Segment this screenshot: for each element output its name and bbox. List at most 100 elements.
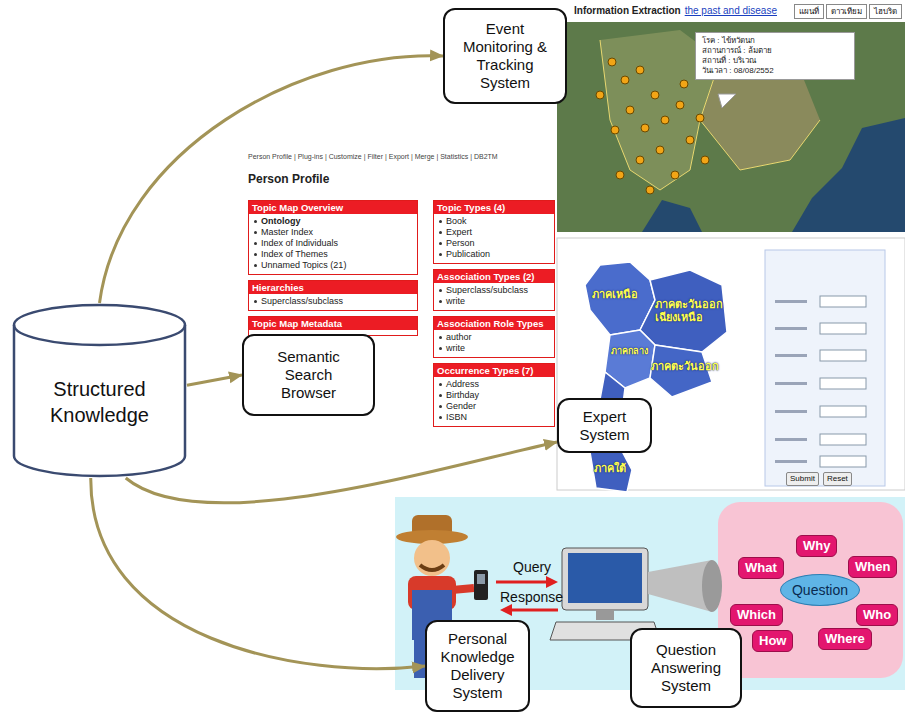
list-item: Index of Themes — [249, 249, 417, 260]
question-bubble: When — [848, 556, 897, 578]
question-panel — [718, 502, 903, 678]
list-item: write — [434, 343, 554, 354]
mobile-phone — [474, 570, 488, 600]
event-marker — [636, 66, 644, 74]
node-text: Structured Knowledge — [35, 376, 165, 428]
node-text: Submit — [790, 474, 815, 484]
question-bubble: How — [752, 630, 793, 652]
select-box — [820, 323, 866, 334]
callout-box: Question Answering System — [630, 628, 742, 708]
topic-panel: Association Types (2)Superclass/subclass… — [433, 269, 555, 311]
list-item: Superclass/subclass — [249, 296, 417, 307]
cylinder-body — [14, 305, 185, 476]
question-bubble: Who — [856, 604, 898, 626]
map-tab-button: ไฮบริด — [869, 4, 902, 19]
topic-panel: Topic Map OverviewOntologyMaster IndexIn… — [248, 200, 418, 275]
list-item: write — [434, 296, 554, 307]
node-text: When — [855, 559, 890, 575]
list-item: Ontology — [249, 216, 417, 227]
question-bubble: Why — [796, 535, 837, 557]
node-text: ไฮบริด — [874, 6, 897, 17]
event-marker — [701, 156, 709, 164]
title-strip — [557, 0, 905, 22]
event-marker — [686, 136, 694, 144]
form-button: Reset — [823, 472, 852, 486]
node-text: Why — [803, 538, 830, 554]
callout-box: Event Monitoring & Tracking System — [443, 8, 567, 104]
region-label: ภาคเหนือ — [592, 288, 638, 301]
nav-menu: Person Profile | Plug-ins | Customize | … — [248, 152, 498, 161]
list-item: Expert — [434, 227, 554, 238]
event-marker — [646, 186, 654, 194]
response-arrow — [510, 609, 558, 612]
node-text: วันเวลา : 08/08/2552 — [702, 66, 848, 76]
node-text: Reset — [827, 474, 848, 484]
sea — [557, 0, 905, 232]
node-text: ดาวเทียม — [831, 6, 862, 17]
list-item: Birthday — [434, 390, 554, 401]
list-item: Index of Individuals — [249, 238, 417, 249]
select-box — [820, 350, 866, 361]
topic-panel: Topic Types (4) BookExpertPersonPublicati… — [433, 200, 555, 264]
list-item: Address — [434, 379, 554, 390]
region-northeast — [640, 270, 727, 352]
form-panel — [765, 250, 885, 486]
panel-heading: Topic Types (4) — [434, 201, 554, 214]
select-box — [820, 456, 866, 467]
panel-heading: Association Role Types — [434, 317, 554, 330]
event-marker — [596, 91, 604, 99]
mustache — [420, 565, 444, 570]
map-tab-button: ดาวเทียม — [826, 4, 867, 19]
event-marker — [671, 171, 679, 179]
node-text: Which — [737, 607, 776, 623]
projector-lens — [702, 560, 722, 612]
screenshot-frame — [557, 238, 905, 490]
question-bubble: Where — [818, 628, 872, 650]
list-item: Person — [434, 238, 554, 249]
page-heading: Person Profile — [248, 172, 329, 186]
node-text: โรค : ไข้หวัดนก — [702, 36, 848, 46]
event-map-screenshot — [557, 0, 905, 232]
form-label-bar — [775, 438, 807, 441]
select-box — [820, 434, 866, 445]
panel-heading: Occurrence Types (7) — [434, 364, 554, 377]
face — [414, 540, 450, 576]
question-bubble: Which — [730, 604, 783, 626]
flow-arrow — [91, 478, 425, 669]
monitor-screen — [568, 553, 642, 603]
select-box — [820, 406, 866, 417]
land — [557, 22, 905, 232]
cylinder-rim — [14, 325, 185, 345]
list-item: Book — [434, 216, 554, 227]
form-label-bar — [775, 300, 807, 303]
form-label-bar — [775, 382, 807, 385]
event-marker — [676, 101, 684, 109]
list-item: Publication — [434, 249, 554, 260]
node-text: สถานที่ : บริเวณ — [702, 56, 848, 66]
form-label-bar — [775, 410, 807, 413]
topic-panel: HierarchiesSuperclass/subclass — [248, 280, 418, 311]
select-box — [820, 296, 866, 307]
border-line — [700, 120, 820, 170]
screenshot-title: Information Extraction — [574, 5, 681, 17]
computer-monitor — [562, 548, 648, 610]
topic-panel: Topic Map Metadata — [248, 316, 418, 336]
region-label: ภาคกลาง — [611, 346, 648, 357]
node-text: แผนที่ — [799, 6, 819, 17]
flow-arrow — [187, 375, 242, 385]
form-label-bar — [775, 460, 807, 463]
list-item: Unnamed Topics (21) — [249, 260, 417, 271]
panel-heading: Topic Map Overview — [249, 201, 417, 214]
map-tab-button: แผนที่ — [794, 4, 824, 19]
callout-box: Personal Knowledge Delivery System — [425, 620, 530, 712]
flow-arrow — [126, 442, 557, 503]
map-info-popup: โรค : ไข้หวัดนกสถานการณ์ : ล้มตายสถานที่… — [695, 32, 855, 80]
node-text: Semantic Search Browser — [260, 348, 357, 402]
event-marker — [611, 126, 619, 134]
form-button: Submit — [786, 472, 819, 486]
question-ellipse: Question — [780, 574, 860, 606]
node-text: How — [759, 633, 786, 649]
topic-panel: Association Role Typesauthorwrite — [433, 316, 555, 358]
question-bubble: What — [738, 557, 784, 579]
